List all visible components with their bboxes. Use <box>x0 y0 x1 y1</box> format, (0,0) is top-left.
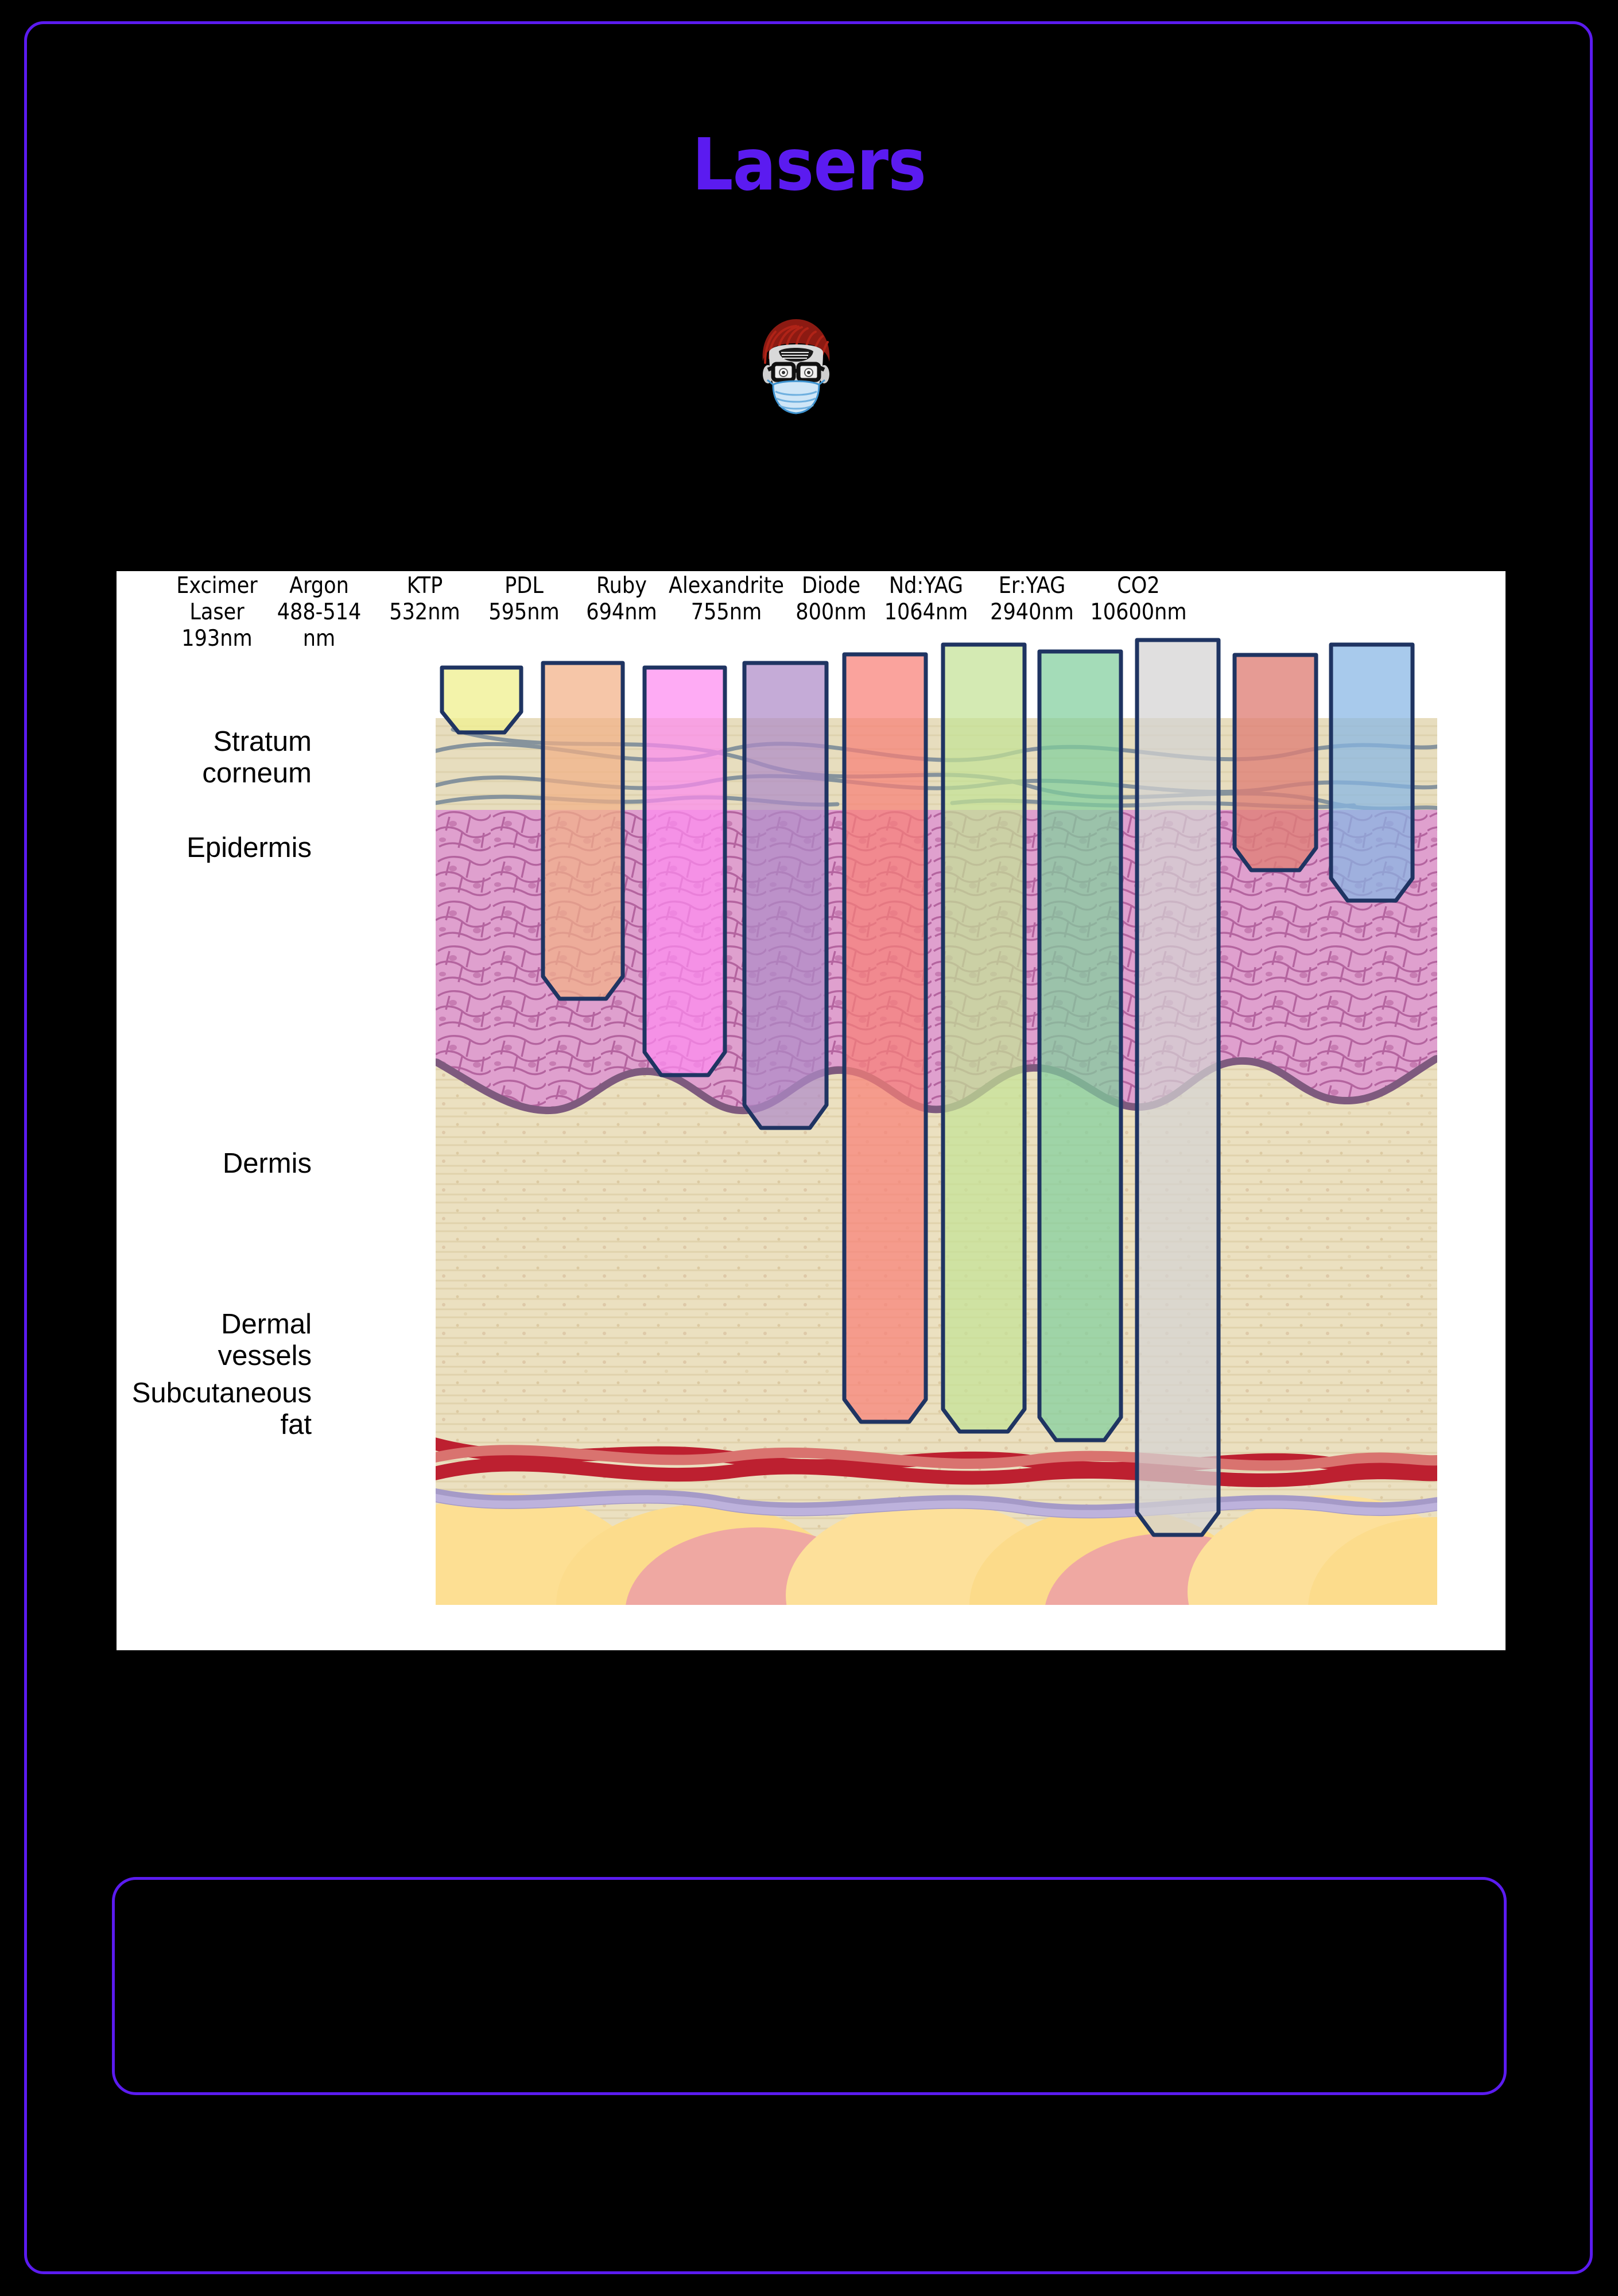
laser-header-argon: Argon 488-514 nm <box>277 573 362 652</box>
layer-label-stratum-corneum: Stratum corneum <box>202 726 312 789</box>
laser-header-excimer: Excimer Laser 193nm <box>176 573 258 652</box>
page-title: Lasers <box>692 123 926 207</box>
layer-label-epidermis: Epidermis <box>187 832 312 863</box>
notes-placeholder-box[interactable] <box>112 1877 1507 2095</box>
laser-header-alexandrite: Alexandrite 755nm <box>669 573 784 626</box>
layer-label-dermal-vessels: Dermal vessels <box>218 1309 312 1371</box>
laser-header-ndyag: Nd:YAG 1064nm <box>884 573 968 626</box>
laser-header-co2: CO2 10600nm <box>1090 573 1187 626</box>
laser-header-diode: Diode 800nm <box>796 573 867 626</box>
layer-label-subcutaneous-fat: Subcutaneous fat <box>131 1378 312 1440</box>
laser-header-eryag: Er:YAG 2940nm <box>990 573 1074 626</box>
laser-header-ktp: KTP 532nm <box>389 573 460 626</box>
doctor-face-avatar-icon <box>750 315 842 435</box>
layer-label-dermis: Dermis <box>222 1148 312 1179</box>
laser-header-pdl: PDL 595nm <box>488 573 560 626</box>
skin-laser-penetration-figure: Excimer Laser 193nm Argon 488-514 nm KTP… <box>117 571 1506 1650</box>
skin-cross-section-illustration <box>436 718 1437 1605</box>
laser-header-ruby: Ruby 694nm <box>586 573 657 626</box>
